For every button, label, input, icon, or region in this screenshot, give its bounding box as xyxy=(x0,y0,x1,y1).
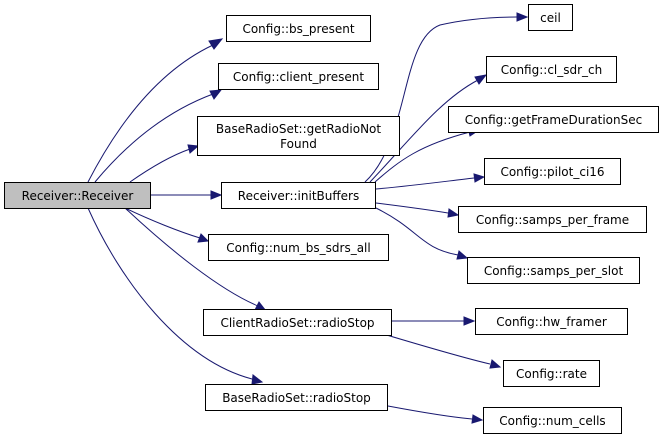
node-label-line-2: Found xyxy=(280,137,317,151)
node-config-hw-framer[interactable]: Config::hw_framer xyxy=(475,308,628,335)
edge-receiver-to-get-radio-not-found xyxy=(129,148,191,183)
edge-init-buffers-to-samps-per-frame xyxy=(375,202,449,214)
node-receiver-initbuffers[interactable]: Receiver::initBuffers xyxy=(221,182,376,209)
node-label: ceil xyxy=(540,11,561,25)
node-baseradioset-radiostop[interactable]: BaseRadioSet::radioStop xyxy=(205,384,388,411)
node-config-bs-present[interactable]: Config::bs_present xyxy=(226,15,371,42)
node-label: Config::bs_present xyxy=(242,22,354,36)
node-label: BaseRadioSet::radioStop xyxy=(222,391,371,405)
graph-edges xyxy=(87,12,529,424)
node-config-samps-per-slot[interactable]: Config::samps_per_slot xyxy=(467,257,640,284)
edge-arrow-base-radio-stop xyxy=(251,374,264,385)
edge-arrow-ceil xyxy=(516,12,529,22)
edge-init-buffers-to-get-frame-duration-sec xyxy=(374,131,471,183)
edge-arrow-rate xyxy=(489,359,502,369)
edge-init-buffers-to-pilot-ci16 xyxy=(375,177,475,190)
node-ceil[interactable]: ceil xyxy=(528,4,573,31)
node-baseradioset-getradionotfound[interactable]: BaseRadioSet::getRadioNot Found xyxy=(197,116,400,156)
node-config-rate[interactable]: Config::rate xyxy=(503,360,600,387)
node-config-client-present[interactable]: Config::client_present xyxy=(218,63,379,90)
node-config-pilot-ci16[interactable]: Config::pilot_ci16 xyxy=(484,158,621,185)
edge-arrow-num-bs-sdrs-all xyxy=(197,233,210,243)
edge-arrow-samps-per-frame xyxy=(447,208,460,218)
edge-receiver-to-client-radio-stop xyxy=(124,207,259,307)
edge-arrow-init-buffers xyxy=(210,190,223,200)
edge-client-radio-stop-to-rate xyxy=(379,332,491,365)
node-receiver-receiver[interactable]: Receiver::Receiver xyxy=(4,182,151,209)
edge-base-radio-stop-to-num-cells xyxy=(387,405,473,420)
edge-arrow-samps-per-slot xyxy=(456,250,469,260)
node-label: Config::num_cells xyxy=(499,414,605,428)
edge-arrow-num-cells xyxy=(471,414,484,424)
node-label: Receiver::Receiver xyxy=(22,189,134,203)
node-label: Config::rate xyxy=(516,367,587,381)
edge-arrow-get-radio-not-found xyxy=(187,144,200,154)
node-label: ClientRadioSet::radioStop xyxy=(220,316,374,330)
node-label: Config::getFrameDurationSec xyxy=(465,113,642,127)
node-label-line-1: BaseRadioSet::getRadioNot xyxy=(216,122,381,136)
node-config-samps-per-frame[interactable]: Config::samps_per_frame xyxy=(458,206,647,233)
node-label: Config::hw_framer xyxy=(496,315,607,329)
edge-receiver-to-num-bs-sdrs-all xyxy=(124,207,201,239)
edge-init-buffers-to-cl-sdr-ch xyxy=(369,79,479,183)
node-label: Config::samps_per_slot xyxy=(484,264,624,278)
edge-receiver-to-base-radio-stop xyxy=(87,207,253,380)
edge-receiver-to-client-present xyxy=(94,93,214,183)
node-label: Config::samps_per_frame xyxy=(476,213,629,227)
edge-arrow-pilot-ci16 xyxy=(473,173,486,183)
node-label: Receiver::initBuffers xyxy=(238,189,359,203)
graph-nodes: Receiver::Receiver Config::bs_present Co… xyxy=(4,4,659,434)
node-label: Config::cl_sdr_ch xyxy=(501,63,603,77)
node-config-num-cells[interactable]: Config::num_cells xyxy=(483,407,622,434)
node-label: Config::num_bs_sdrs_all xyxy=(226,241,370,255)
node-clientradioset-radiostop[interactable]: ClientRadioSet::radioStop xyxy=(203,309,392,336)
edge-arrow-client-present xyxy=(209,89,223,100)
edge-init-buffers-to-samps-per-slot xyxy=(375,207,459,256)
edge-arrow-cl-sdr-ch xyxy=(474,74,488,85)
edge-init-buffers-to-ceil xyxy=(364,16,518,183)
node-config-cl-sdr-ch[interactable]: Config::cl_sdr_ch xyxy=(486,56,617,83)
node-label: Config::pilot_ci16 xyxy=(500,165,604,179)
node-config-getframedurationsec[interactable]: Config::getFrameDurationSec xyxy=(448,106,659,133)
edge-receiver-to-bs-present xyxy=(87,44,214,183)
edge-arrow-bs-present xyxy=(208,38,224,50)
node-config-num-bs-sdrs-all[interactable]: Config::num_bs_sdrs_all xyxy=(208,234,389,261)
edge-arrow-hw-framer xyxy=(463,316,476,326)
node-label: Config::client_present xyxy=(233,70,364,84)
